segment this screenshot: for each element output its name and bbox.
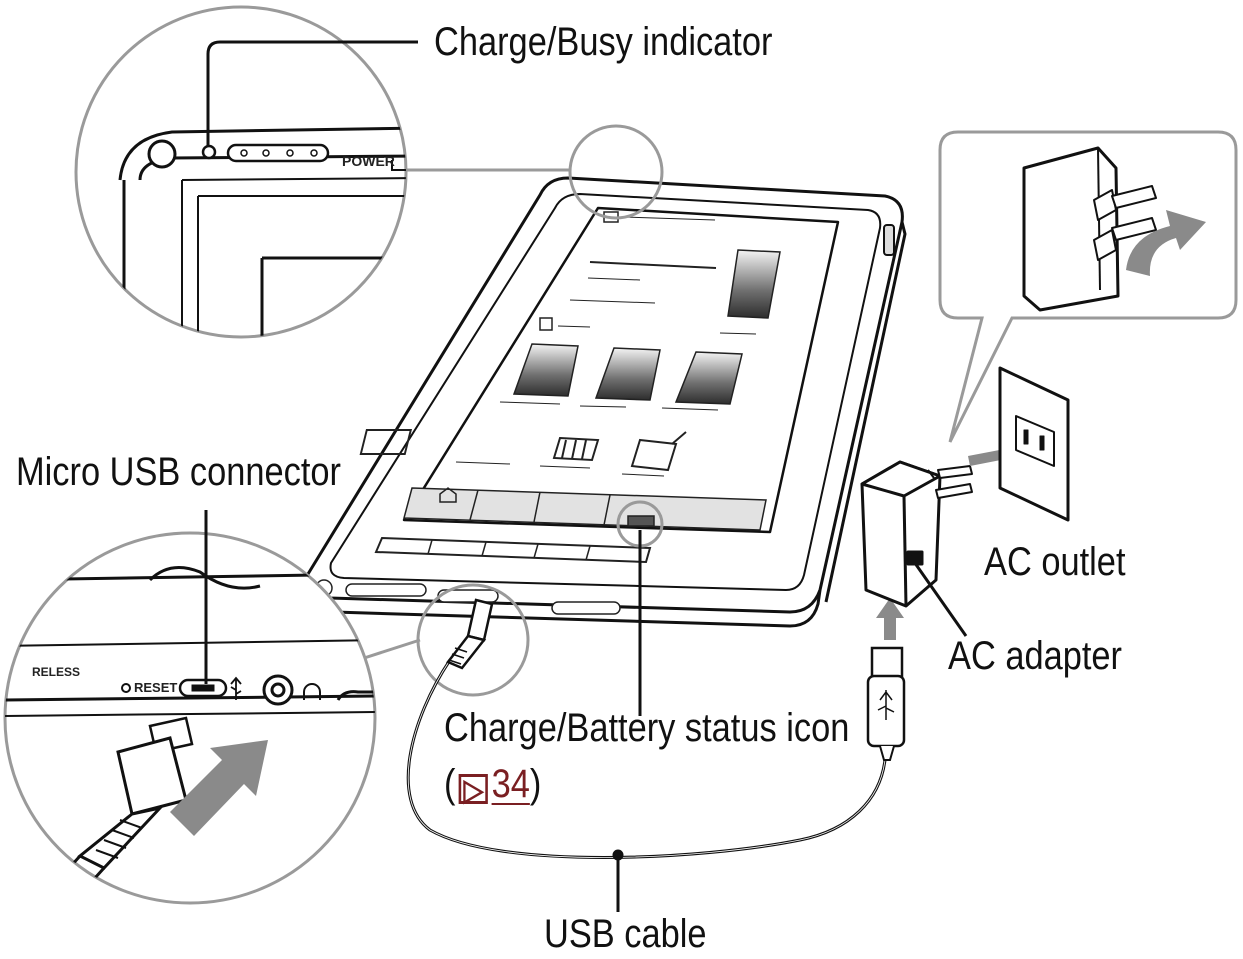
rotate-arrow — [1126, 210, 1206, 276]
wireless-label: RELESS — [32, 665, 80, 679]
ac-outlet-drawing — [998, 366, 1070, 522]
usb-insert-arrow — [170, 740, 268, 836]
usb-port-inset: RESET RELESS — [3, 531, 377, 905]
triangle-right-icon[interactable]: ▷ — [458, 774, 489, 806]
power-label: POWER — [342, 153, 395, 169]
leader-lines — [204, 40, 968, 912]
usb-icon — [230, 676, 242, 700]
label-micro-usb-connector: Micro USB connector — [16, 450, 342, 494]
label-charge-battery-status-icon: Charge/Battery status icon — [444, 706, 850, 750]
ac-adapter-drawing — [860, 460, 973, 608]
usb-cable-drawing — [406, 598, 906, 859]
label-ac-outlet: AC outlet — [984, 540, 1126, 584]
xref-page-link[interactable]: 34 — [491, 762, 530, 806]
insert-arrow-up — [876, 598, 904, 640]
reader-screen-content — [315, 211, 781, 615]
reset-label: RESET — [134, 680, 177, 695]
label-usb-cable: USB cable — [544, 912, 707, 956]
xref-open-paren: ( — [444, 762, 456, 806]
label-charge-busy-indicator: Charge/Busy indicator — [434, 20, 773, 64]
power-inset: POWER — [74, 5, 408, 339]
xref-close-paren: ) — [529, 762, 542, 806]
headphone-icon — [303, 683, 321, 700]
zoom-leaders — [357, 168, 570, 662]
plug-inset — [938, 130, 1238, 443]
label-ac-adapter: AC adapter — [948, 634, 1123, 678]
page-reference: (▷34) — [444, 762, 542, 806]
